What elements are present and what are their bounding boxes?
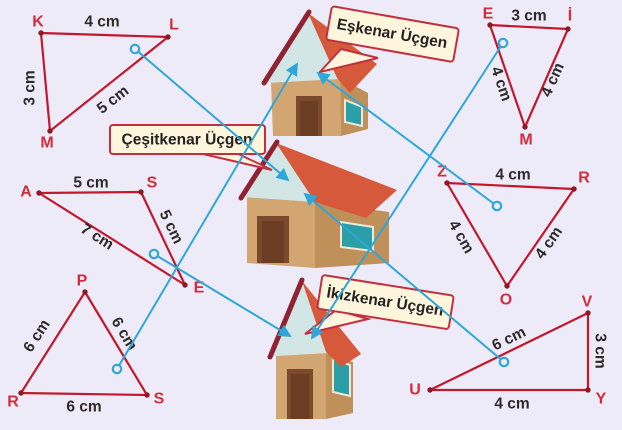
triangle-klm-shape — [39, 31, 170, 133]
vertex-label-s2: S — [154, 391, 165, 408]
vertex-label-r: R — [578, 170, 590, 187]
vertex-dot-i — [565, 26, 571, 32]
connector-ring-klm — [129, 43, 141, 55]
vertex-dot-m2 — [522, 124, 528, 130]
vertex-label-p: P — [77, 273, 88, 290]
vertex-dot-l — [165, 34, 171, 40]
triangle-uvy-shape — [428, 311, 590, 392]
connector-ring-prs — [111, 363, 123, 375]
connector-ring-zro — [491, 200, 503, 212]
connector-ring-ase — [148, 248, 160, 260]
connector-eim-to-bottom-house — [310, 42, 504, 340]
side-label-prs-bottom: 6 cm — [66, 399, 101, 416]
vertex-dot-p — [82, 289, 88, 295]
vertex-dot-e — [487, 22, 493, 28]
vertex-dot-k — [38, 30, 44, 36]
callout-eskenar-box — [325, 5, 460, 63]
vertex-dot-s2 — [144, 392, 150, 398]
side-label-klm-left: 3 cm — [22, 70, 39, 105]
house-middle-roof-edge — [238, 139, 280, 201]
side-label-klm-top: 4 cm — [84, 14, 119, 31]
side-label-eim-top: 3 cm — [511, 8, 546, 25]
vertex-dot-s — [138, 189, 144, 195]
connector-uvy-to-middle-house — [303, 192, 505, 363]
vertex-label-y: Y — [596, 391, 607, 408]
vertex-label-i: İ — [568, 7, 572, 25]
connector-klm-to-middle-house — [134, 48, 290, 182]
vertex-label-v: V — [582, 294, 593, 311]
side-label-uvy-bottom: 4 cm — [494, 396, 529, 413]
triangle-ase-shape — [37, 190, 187, 287]
house-top-window — [344, 98, 363, 128]
callout-cesitkenar: Çeşitkenar Üçgen — [109, 124, 273, 171]
side-label-ase-top: 5 cm — [73, 175, 108, 192]
side-label-zro-top: 4 cm — [495, 167, 530, 184]
connectors — [111, 37, 510, 375]
house-top-roof-edge — [261, 9, 312, 86]
vertex-label-u: U — [409, 382, 421, 399]
vertex-dot-e2 — [182, 282, 188, 288]
vertex-label-k: K — [32, 14, 44, 31]
house-bottom-door-panel — [291, 374, 309, 419]
vertex-label-m2: M — [519, 132, 532, 149]
connector-ring-uvy — [498, 356, 510, 368]
triangle-zro: Z R O 4 cm 4 cm 4 cm — [437, 164, 590, 309]
vertex-dot-r2 — [18, 390, 24, 396]
connector-ring-eim — [497, 37, 509, 49]
vertex-label-e2: E — [194, 280, 205, 297]
callout-ikizkenar: İkizkenar Üçgen — [304, 274, 455, 335]
house-top-door-panel — [300, 101, 318, 136]
callout-eskenar-tail — [317, 47, 379, 74]
house-bottom-roof-edge — [267, 277, 305, 360]
vertex-dot-r — [571, 186, 577, 192]
side-label-uvy-right: 3 cm — [592, 333, 609, 368]
vertex-dot-m — [47, 128, 53, 134]
vertex-dot-y — [585, 387, 591, 393]
house-middle-door-panel — [262, 221, 284, 263]
connector-prs-to-top-house — [116, 62, 298, 370]
vertex-label-r2: R — [7, 394, 19, 411]
callout-cesitkenar-box — [109, 124, 266, 155]
vertex-label-a: A — [20, 184, 32, 201]
vertex-label-s: S — [147, 175, 158, 192]
vertex-label-o: O — [500, 292, 512, 309]
vertex-dot-v — [585, 310, 591, 316]
triangle-eim-shape — [488, 23, 570, 129]
callout-ikizkenar-box — [316, 274, 455, 330]
house-top-gable-triangle — [266, 14, 340, 83]
vertex-dot-a — [36, 190, 42, 196]
vertex-dot-o — [504, 283, 510, 289]
house-middle-roof — [276, 143, 397, 218]
vertex-dot-z — [444, 180, 450, 186]
vertex-label-m: M — [40, 135, 53, 152]
vertex-dot-u — [427, 387, 433, 393]
triangle-prs-shape — [19, 290, 149, 397]
triangle-zro-shape — [445, 181, 576, 288]
connector-zro-to-top-house — [316, 71, 498, 207]
vertex-label-z: Z — [437, 164, 447, 181]
vertex-label-l: L — [169, 17, 179, 34]
vertex-label-e: E — [483, 6, 494, 23]
callout-cesitkenar-label: Çeşitkenar Üçgen — [122, 132, 253, 149]
